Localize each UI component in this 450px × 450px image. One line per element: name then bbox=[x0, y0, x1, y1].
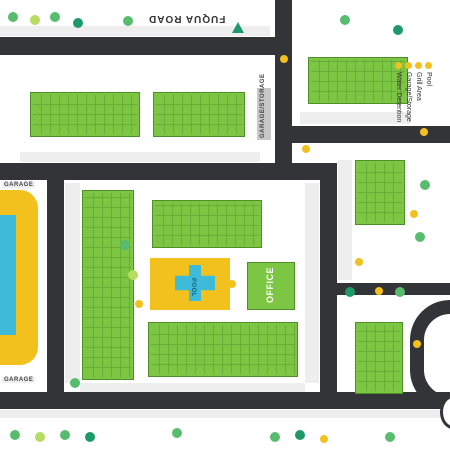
building-right-1[interactable] bbox=[355, 160, 405, 225]
parking-strip bbox=[65, 183, 80, 383]
pool-label: POOL bbox=[190, 278, 196, 298]
building-2100[interactable] bbox=[30, 92, 140, 137]
grill-area-marker bbox=[302, 145, 310, 153]
office-label: OFFICE bbox=[265, 267, 275, 303]
west-ring-left bbox=[47, 163, 64, 408]
grill-area-marker bbox=[355, 258, 363, 266]
tree bbox=[120, 240, 130, 250]
tree bbox=[345, 287, 355, 297]
tree bbox=[30, 15, 40, 25]
tree bbox=[395, 287, 405, 297]
tree bbox=[415, 232, 425, 242]
grill-area-marker bbox=[375, 287, 383, 295]
legend-garage-swatch bbox=[405, 62, 412, 69]
legend-grill: Grill Area bbox=[415, 62, 422, 101]
parking-strip bbox=[80, 383, 305, 392]
fuqua-road-label: FUQUA ROAD bbox=[148, 13, 226, 24]
legend-pool-swatch bbox=[425, 62, 432, 69]
tree bbox=[35, 432, 45, 442]
legend-garage-label: Garage/Storage bbox=[405, 72, 412, 122]
tree bbox=[172, 428, 182, 438]
parking-strip bbox=[20, 152, 260, 162]
garage-label-left-top: GARAGE bbox=[2, 182, 36, 188]
building-1200[interactable] bbox=[148, 322, 298, 377]
legend-grill-label: Grill Area bbox=[415, 72, 422, 101]
tree bbox=[385, 432, 395, 442]
parking-strip bbox=[0, 410, 450, 418]
garage-label-left-bottom: GARAGE bbox=[2, 377, 36, 383]
building-2300[interactable] bbox=[308, 57, 408, 104]
legend-grill-swatch bbox=[415, 62, 422, 69]
building-1100[interactable] bbox=[152, 200, 262, 248]
tree bbox=[295, 430, 305, 440]
tree bbox=[73, 18, 83, 28]
legend-pool-label: Pool bbox=[425, 72, 432, 87]
east-connector bbox=[320, 283, 450, 295]
legend-water-label: Water Detention bbox=[395, 72, 402, 123]
tree bbox=[128, 270, 138, 280]
tree bbox=[60, 430, 70, 440]
tree bbox=[50, 12, 60, 22]
tree bbox=[270, 432, 280, 442]
grill-area-marker bbox=[320, 435, 328, 443]
large-pool-water bbox=[0, 215, 16, 335]
building-center-west[interactable] bbox=[82, 190, 134, 380]
parking-strip bbox=[338, 160, 352, 280]
parking-strip bbox=[0, 26, 270, 36]
legend-garage: Garage/Storage bbox=[405, 62, 412, 122]
tree bbox=[420, 180, 430, 190]
west-ring-top bbox=[0, 163, 337, 180]
grill-area-marker bbox=[228, 280, 236, 288]
grill-area-marker bbox=[135, 300, 143, 308]
tree bbox=[70, 378, 80, 388]
building-2200[interactable] bbox=[153, 92, 245, 137]
building-right-2[interactable] bbox=[355, 322, 403, 394]
tree bbox=[10, 430, 20, 440]
grill-area-marker bbox=[280, 55, 288, 63]
tree bbox=[232, 22, 244, 33]
tree bbox=[85, 432, 95, 442]
legend-water-swatch bbox=[395, 62, 402, 69]
tree bbox=[123, 16, 133, 26]
ring-bottom bbox=[0, 392, 450, 409]
parking-strip bbox=[300, 112, 410, 124]
fuqua-road bbox=[0, 37, 292, 55]
parking-strip bbox=[305, 183, 319, 383]
tree bbox=[8, 12, 18, 22]
grill-area-marker bbox=[420, 128, 428, 136]
grill-area-marker bbox=[410, 210, 418, 218]
main-drive-vertical bbox=[275, 0, 292, 170]
garage-storage-center bbox=[257, 88, 271, 140]
tree bbox=[340, 15, 350, 25]
east-drive bbox=[275, 126, 450, 143]
garage-storage-label: GARAGE/STORAGE bbox=[260, 73, 266, 138]
grill-area-marker bbox=[413, 340, 421, 348]
legend-water: Water Detention bbox=[395, 62, 402, 122]
legend-pool: Pool bbox=[425, 62, 432, 86]
tree bbox=[393, 25, 403, 35]
office-building[interactable] bbox=[247, 262, 295, 310]
